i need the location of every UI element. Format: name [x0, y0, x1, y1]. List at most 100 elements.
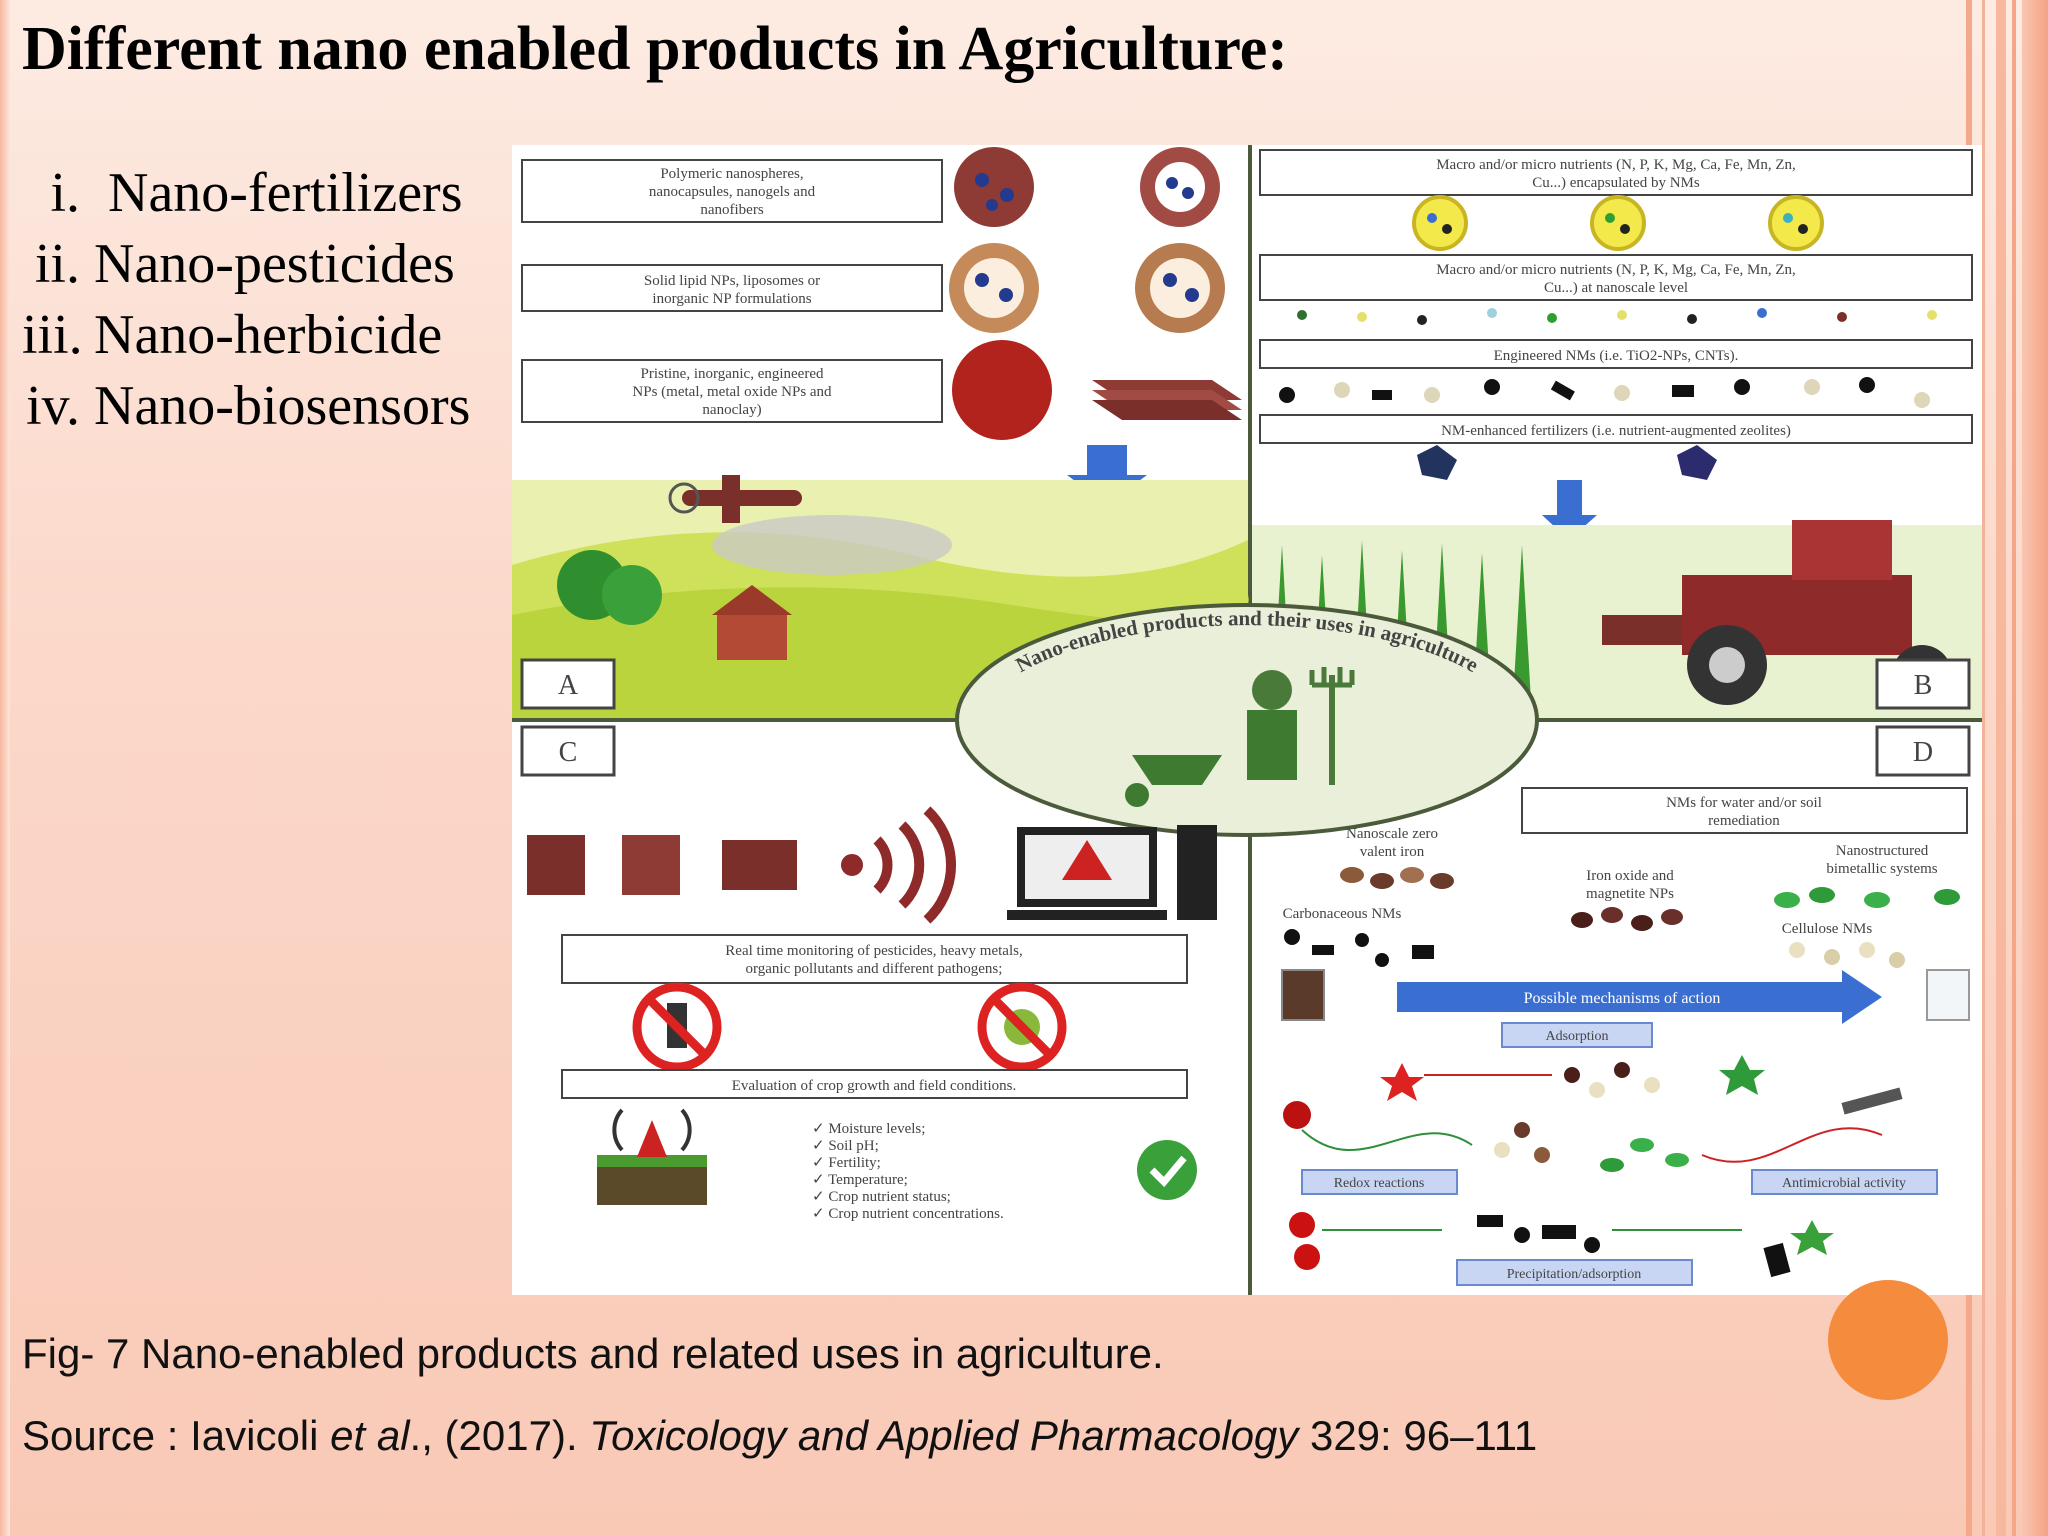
wheelbarrow-icon	[1125, 755, 1222, 807]
c-box1-line: Real time monitoring of pesticides, heav…	[725, 943, 1022, 959]
source-etal: et al	[330, 1412, 410, 1459]
figure-source: Source : Iavicoli et al., (2017). Toxico…	[22, 1412, 1537, 1460]
list-number: iv.	[26, 375, 80, 437]
no-pathogen-icon	[977, 982, 1067, 1072]
precipitation-diagram	[1289, 1212, 1834, 1278]
panel-label-b	[1875, 658, 1971, 710]
b-box-encapsulated	[1259, 149, 1973, 196]
c-box-monitoring	[561, 934, 1188, 984]
d-label-cellulose: Cellulose NMs	[1782, 921, 1873, 937]
right-stripe	[1982, 0, 1985, 1536]
list-number: i.	[50, 162, 80, 224]
a-box-polymeric	[521, 159, 943, 223]
nzvi-particles	[1340, 867, 1454, 889]
adsorption-label	[1501, 1022, 1653, 1048]
source-journal: Toxicology and Applied Pharmacology	[589, 1412, 1299, 1459]
source-year: ., (2017).	[409, 1412, 590, 1459]
d-label-bimetallic: Nanostructured	[1836, 843, 1929, 859]
checklist-item: Crop nutrient concentrations.	[828, 1206, 1003, 1222]
list-text: Nano-pesticides	[94, 233, 455, 295]
encapsulated-nutrient-icon	[1412, 195, 1468, 251]
list-item: i. Nano-fertilizers	[22, 158, 470, 229]
mechanisms-text: Possible mechanisms of action	[1524, 990, 1721, 1007]
panel-label-d	[1875, 725, 1971, 777]
dirty-water-glass-icon	[1281, 969, 1325, 1021]
no-pesticide-icon	[632, 982, 722, 1072]
metal-np-icon	[952, 340, 1052, 440]
cellulose-particles	[1789, 942, 1905, 968]
list-number: iii.	[22, 304, 83, 366]
svg-text:✓ Soil pH;: ✓ Soil pH;	[812, 1138, 879, 1154]
precipitation-text: Precipitation/adsorption	[1507, 1267, 1642, 1282]
checklist-item: Temperature;	[828, 1172, 908, 1188]
right-stripe	[1996, 0, 2006, 1536]
nano-agriculture-figure: Polymeric nanospheres, nanocapsules, nan…	[512, 145, 1982, 1295]
svg-text:✓ Moisture levels;: ✓ Moisture levels;	[812, 1121, 925, 1137]
computer-warning-icon	[1007, 825, 1217, 920]
d-box-remediation	[1521, 787, 1968, 834]
d-label-nzvi: valent iron	[1360, 844, 1425, 860]
c-box2-text: Evaluation of crop growth and field cond…	[732, 1078, 1017, 1094]
panel-d: NMs for water and/or soil remediation Na…	[1281, 787, 1970, 1286]
d-label-bimetallic: bimetallic systems	[1826, 861, 1937, 877]
a-box1-line: Polymeric nanospheres,	[660, 166, 803, 182]
barn-icon	[712, 585, 792, 660]
panel-label-c	[520, 725, 616, 777]
figure-caption: Fig- 7 Nano-enabled products and related…	[22, 1330, 1164, 1377]
slide-title: Different nano enabled products in Agric…	[22, 15, 1288, 83]
list-item: iv. Nano-biosensors	[22, 371, 470, 442]
panel-c: Real time monitoring of pesticides, heav…	[527, 806, 1217, 1222]
iron-oxide-particles	[1571, 907, 1683, 931]
sensor-chip-icon	[622, 835, 680, 895]
carbon-particles	[1284, 929, 1434, 967]
c-box1-line: organic pollutants and different pathoge…	[746, 961, 1003, 977]
sensor-chip-icon	[527, 835, 585, 895]
checklist-item: Crop nutrient status;	[828, 1189, 951, 1205]
panel-label-a-text: A	[558, 670, 579, 701]
mechanism-diagram	[1283, 1055, 1903, 1172]
encapsulated-nutrient-icon	[1590, 195, 1646, 251]
checklist-item: Fertility;	[828, 1155, 881, 1171]
b-box2-line: Macro and/or micro nutrients (N, P, K, M…	[1436, 262, 1796, 278]
list-text: Nano-fertilizers	[108, 162, 463, 224]
clean-water-glass-icon	[1926, 969, 1970, 1021]
list-text: Nano-biosensors	[94, 375, 471, 437]
d-box1-line: remediation	[1708, 813, 1780, 829]
list-number: ii.	[34, 233, 80, 295]
d-label-carbon: Carbonaceous NMs	[1283, 906, 1402, 922]
list-text: Nano-herbicide	[94, 304, 443, 366]
b-box-zeolites	[1259, 414, 1973, 444]
redox-text: Redox reactions	[1334, 1176, 1425, 1191]
svg-text:✓ Temperature;: ✓ Temperature;	[812, 1172, 908, 1188]
nanosphere-icon	[954, 147, 1034, 227]
antimicrobial-label	[1751, 1169, 1938, 1195]
list-item: iii. Nano-herbicide	[22, 300, 470, 371]
signal-waves-icon	[841, 806, 957, 924]
checkmark-icon	[1137, 1140, 1197, 1200]
a-box3-line: nanoclay)	[702, 402, 761, 418]
panel-label-b-text: B	[1914, 670, 1933, 701]
a-box2-line: Solid lipid NPs, liposomes or	[644, 273, 820, 289]
a-box-lipid	[521, 264, 943, 312]
adsorption-text: Adsorption	[1546, 1029, 1609, 1044]
farmer-icon	[1247, 667, 1355, 785]
airplane-icon	[668, 475, 802, 523]
source-pages: 329: 96–111	[1298, 1412, 1538, 1459]
a-box2-line: inorganic NP formulations	[652, 291, 811, 307]
right-stripe	[2022, 0, 2048, 1536]
bimetallic-particles	[1774, 887, 1960, 908]
left-edge-decoration	[0, 0, 10, 1536]
crop-checklist: ✓ Moisture levels; ✓ Soil pH; ✓ Fertilit…	[812, 1121, 1004, 1222]
precipitation-label	[1456, 1259, 1693, 1286]
list-item: ii. Nano-pesticides	[22, 229, 470, 300]
d-label-nzvi: Nanoscale zero	[1346, 826, 1438, 842]
redox-label	[1301, 1169, 1458, 1195]
field-sensor-icon	[597, 1108, 707, 1205]
a-box3-line: NPs (metal, metal oxide NPs and	[632, 384, 832, 400]
panel-label-d-text: D	[1913, 737, 1933, 768]
zeolite-icon	[1417, 445, 1457, 480]
b-box4-text: NM-enhanced fertilizers (i.e. nutrient-a…	[1441, 423, 1791, 439]
d-label-iron-oxide: Iron oxide and	[1586, 868, 1674, 884]
svg-text:✓ Crop nutrient status;: ✓ Crop nutrient status;	[812, 1189, 951, 1205]
antimicrobial-text: Antimicrobial activity	[1782, 1176, 1906, 1191]
